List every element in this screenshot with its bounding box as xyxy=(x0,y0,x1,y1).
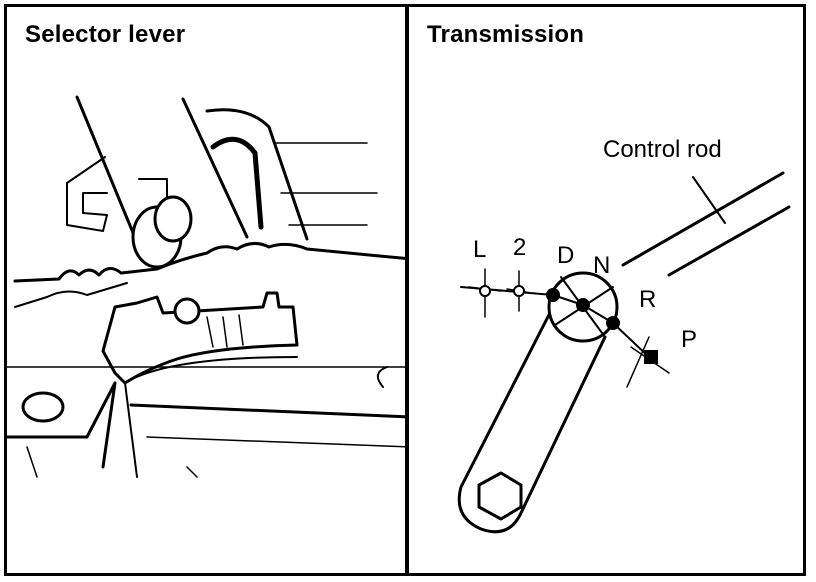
control-rod-upper xyxy=(621,171,785,267)
position-2-label: 2 xyxy=(513,234,526,261)
position-N-marker xyxy=(576,298,590,312)
position-P-label: P xyxy=(681,326,697,353)
position-D-marker xyxy=(546,288,560,302)
selector-lever-panel: Selector lever xyxy=(4,4,408,576)
control-rod-label: Control rod xyxy=(603,136,722,163)
lever-arm xyxy=(457,301,607,534)
position-L-label: L xyxy=(473,236,486,263)
selector-lever-title: Selector lever xyxy=(25,21,186,48)
position-P-marker xyxy=(644,350,658,364)
position-N-label: N xyxy=(593,252,610,279)
position-D-label: D xyxy=(557,242,574,269)
transmission-panel: Transmission xyxy=(406,4,806,576)
detent-plate xyxy=(101,291,299,385)
lever-shaft-front xyxy=(75,95,145,259)
transmission-title: Transmission xyxy=(427,21,585,48)
position-2-marker xyxy=(513,285,525,297)
guide-arch xyxy=(205,108,309,241)
position-R-label: R xyxy=(639,286,656,313)
lever-shaft-back xyxy=(181,97,249,239)
lever-hex-nut xyxy=(477,471,523,521)
control-rod-lower xyxy=(667,205,791,277)
position-L-marker xyxy=(479,285,491,297)
selector-lever-illustration xyxy=(7,95,405,478)
control-rod-leader xyxy=(692,176,726,224)
transmission-illustration: Control rod L 2 D N R P xyxy=(457,136,791,534)
pin-bracket xyxy=(66,156,108,232)
position-R-marker xyxy=(606,316,620,330)
gate-edge xyxy=(13,242,405,283)
